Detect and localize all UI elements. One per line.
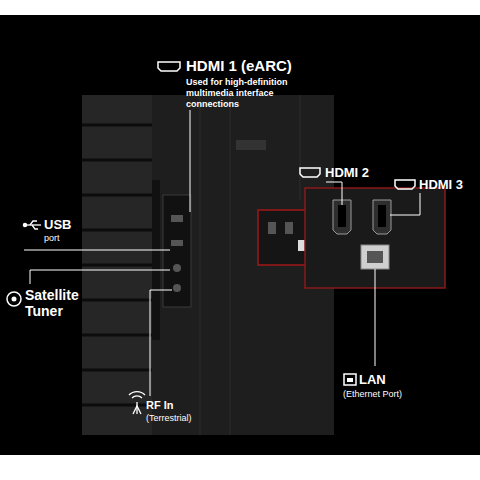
hdmi-icon (158, 62, 180, 71)
port-subtitle: port (44, 233, 60, 244)
lan-port (361, 245, 389, 269)
antenna-base (133, 406, 141, 414)
port-title: LAN (359, 372, 386, 387)
rib (82, 229, 152, 232)
tv-rib-area (82, 95, 152, 435)
grille-line (200, 95, 201, 435)
rib (82, 194, 152, 197)
hdmi3-small (285, 222, 293, 234)
leader-line (24, 250, 170, 251)
tv-edge (152, 180, 160, 340)
rf-port (173, 284, 181, 292)
port-title: HDMI 2 (325, 165, 369, 180)
grille-line (230, 95, 231, 435)
hdmi-icon (395, 180, 415, 189)
usb-icon-dot (23, 223, 26, 226)
hdmi1-port (171, 215, 183, 222)
port-title: HDMI 1 (eARC) (186, 57, 292, 74)
rib (82, 264, 152, 267)
hdmi2-slot (338, 205, 346, 227)
antenna-wave (132, 396, 142, 398)
port-title: USB (44, 217, 71, 232)
usb-port (171, 240, 183, 246)
leader-line (190, 110, 191, 212)
leader-line (326, 182, 342, 205)
rib (82, 334, 152, 337)
usb-icon-branch (32, 225, 38, 229)
port-title: RF In (146, 399, 174, 412)
satellite-icon (7, 292, 21, 306)
satellite-port (173, 264, 181, 272)
hdmi2-small (268, 222, 276, 234)
satellite-icon-dot (12, 297, 17, 302)
rib (82, 124, 152, 127)
lan-icon (344, 374, 356, 385)
port-description: Used for high-definition multimedia inte… (186, 77, 314, 110)
port-subtitle: (Ethernet Port) (343, 389, 402, 400)
usb-icon-branch (30, 221, 37, 225)
tv-ribs (82, 125, 152, 405)
rib (82, 369, 152, 372)
usb-icon (23, 221, 41, 229)
leader-lines (24, 110, 420, 396)
antenna-icon (129, 392, 145, 414)
leader-line (150, 290, 172, 396)
port-title: HDMI 3 (419, 177, 463, 192)
grille-line (300, 95, 301, 200)
rib (82, 159, 152, 162)
lan-icon-jack (347, 378, 353, 382)
leader-line (30, 270, 170, 284)
port-subtitle: (Terrestrial) (146, 413, 192, 424)
rib (82, 299, 152, 302)
hdmi-icon (300, 168, 320, 177)
hdmi2-port (333, 200, 351, 234)
antenna-wave (129, 392, 145, 395)
hdmi3-slot (378, 205, 386, 227)
black-ground (0, 15, 480, 455)
tv-back (82, 95, 334, 435)
leader-line (375, 269, 376, 366)
lan-jack (367, 251, 383, 263)
rib (82, 404, 152, 407)
hdmi3-port (373, 200, 391, 234)
port-title: Satellite Tuner (25, 287, 103, 319)
leader-line (390, 193, 420, 215)
speaker-holes (236, 140, 266, 150)
